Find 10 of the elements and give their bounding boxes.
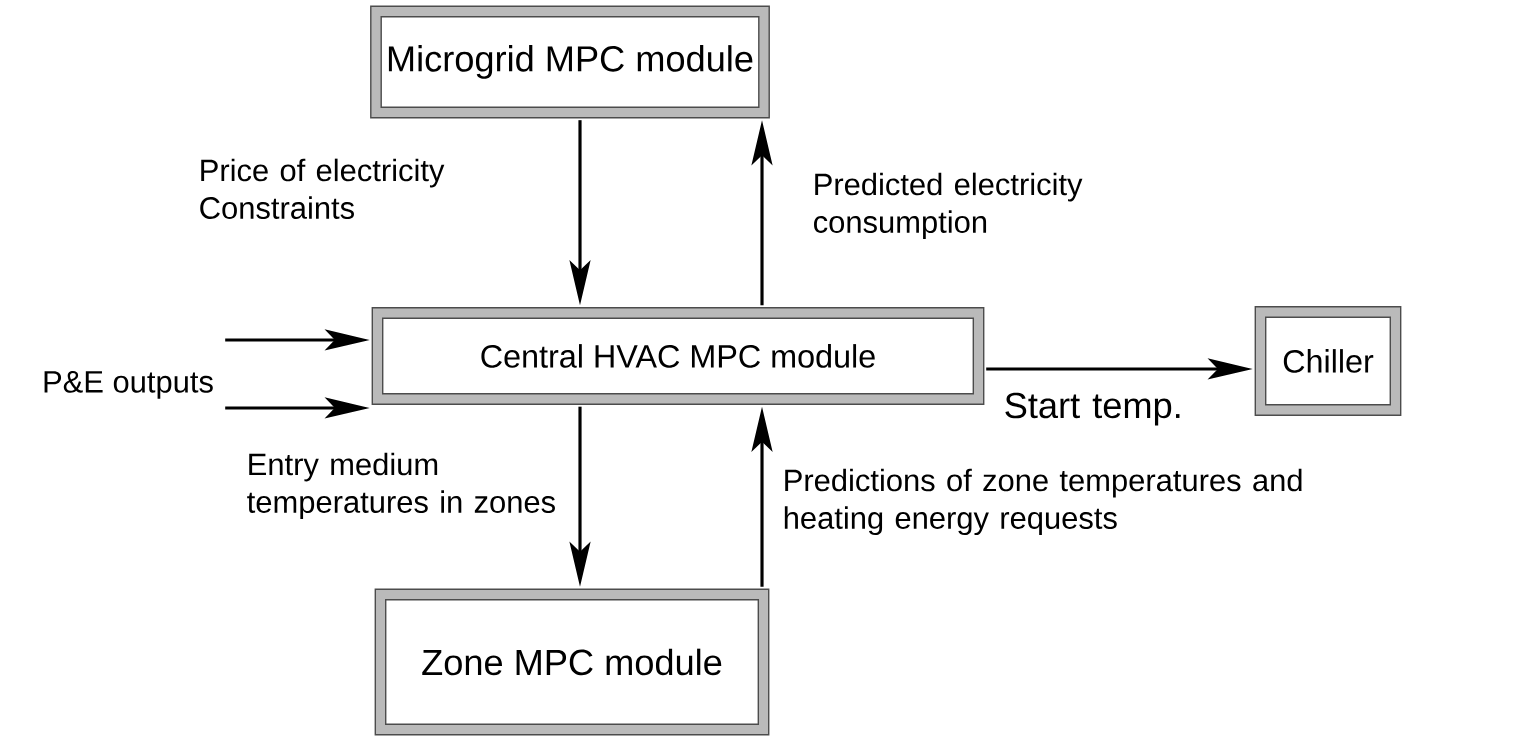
input-label: P&E outputs bbox=[44, 371, 213, 399]
edge-label: Entry medium temperatures in zones bbox=[247, 452, 555, 520]
module-box: Central HVAC MPC module bbox=[371, 307, 985, 405]
module-box: Zone MPC module bbox=[374, 588, 770, 736]
edge-label: Start temp. bbox=[1005, 392, 1180, 426]
edge-label: Predicted electricity consumption bbox=[814, 172, 1083, 240]
edge-label: Price of electricity Constraints bbox=[200, 158, 445, 219]
edge-label: Predictions of zone temperatures and heating energy requests bbox=[784, 468, 1302, 536]
module-box: Chiller bbox=[1254, 306, 1402, 416]
module-box: Microgrid MPC module bbox=[370, 5, 770, 119]
